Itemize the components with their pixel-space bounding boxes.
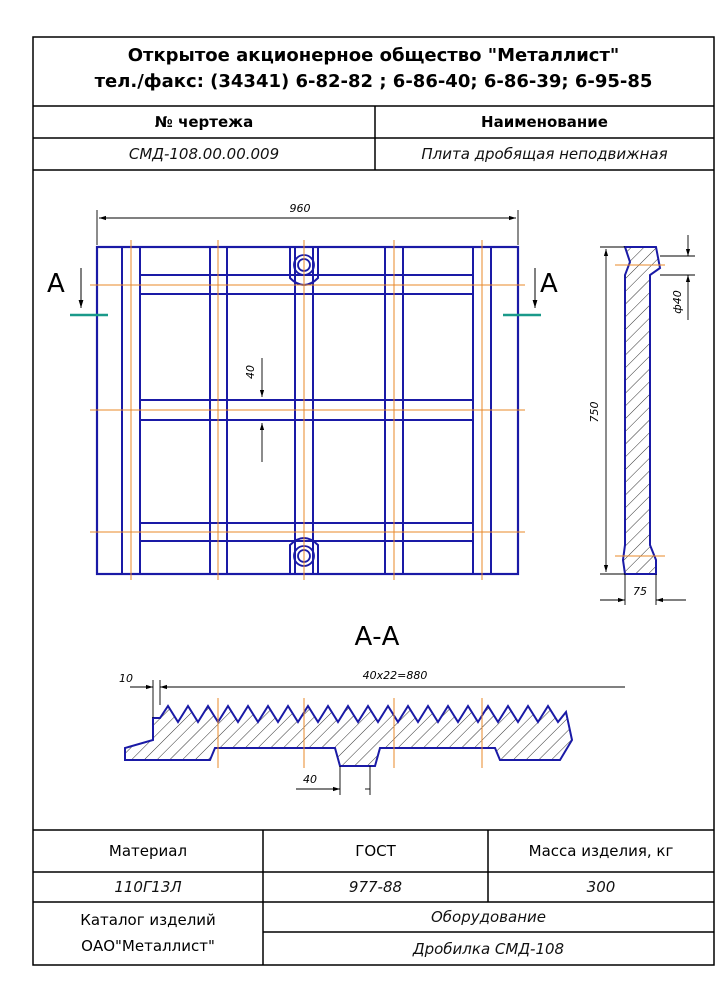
product-value: Дробилка СМД-108 bbox=[412, 939, 565, 958]
material-label: Материал bbox=[108, 842, 188, 860]
catalog-line-2: ОАО"Металлист" bbox=[81, 937, 215, 955]
mass-label: Масса изделия, кг bbox=[528, 842, 674, 860]
dim-depth: 75 bbox=[633, 585, 647, 598]
center-lines bbox=[90, 240, 525, 580]
part-name: Плита дробящая неподвижная bbox=[421, 145, 668, 163]
section-profile bbox=[124, 704, 574, 767]
dim-step: 10 bbox=[119, 672, 133, 685]
section-view: 10 40х22=880 40 bbox=[119, 669, 625, 795]
dim-width: 960 bbox=[290, 202, 311, 215]
drawing-no: СМД-108.00.00.009 bbox=[128, 145, 280, 163]
section-mark-right-symbol bbox=[503, 268, 541, 317]
section-mark-left-symbol bbox=[70, 268, 108, 317]
dim-hole: ф40 bbox=[671, 290, 684, 313]
section-mark-right: А bbox=[540, 269, 558, 299]
dim-height: 750 bbox=[588, 402, 601, 423]
dim-teeth: 40х22=880 bbox=[363, 669, 428, 682]
drawing-no-label: № чертежа bbox=[154, 113, 254, 131]
section-title: А-А bbox=[355, 622, 400, 652]
front-view: 960 40 А А bbox=[47, 202, 558, 580]
company-name: Открытое акционерное общество "Металлист… bbox=[127, 45, 620, 66]
dim-groove: 40 bbox=[303, 773, 317, 786]
company-phones: тел./факс: (34341) 6-82-82 ; 6-86-40; 6-… bbox=[94, 71, 653, 92]
material-value: 110Г13Л bbox=[114, 878, 182, 896]
side-profile bbox=[621, 246, 662, 575]
catalog-line-1: Каталог изделий bbox=[80, 911, 216, 929]
gost-label: ГОСТ bbox=[355, 842, 396, 860]
mass-value: 300 bbox=[586, 878, 616, 896]
category-value: Оборудование bbox=[431, 908, 546, 926]
side-view: 750 ф40 75 bbox=[588, 235, 695, 605]
name-label: Наименование bbox=[481, 113, 608, 131]
section-mark-left: А bbox=[47, 269, 65, 299]
gost-value: 977-88 bbox=[348, 878, 403, 896]
plate-ribs bbox=[121, 247, 492, 574]
dim-rib: 40 bbox=[244, 365, 257, 379]
frame-lines bbox=[32, 36, 715, 966]
